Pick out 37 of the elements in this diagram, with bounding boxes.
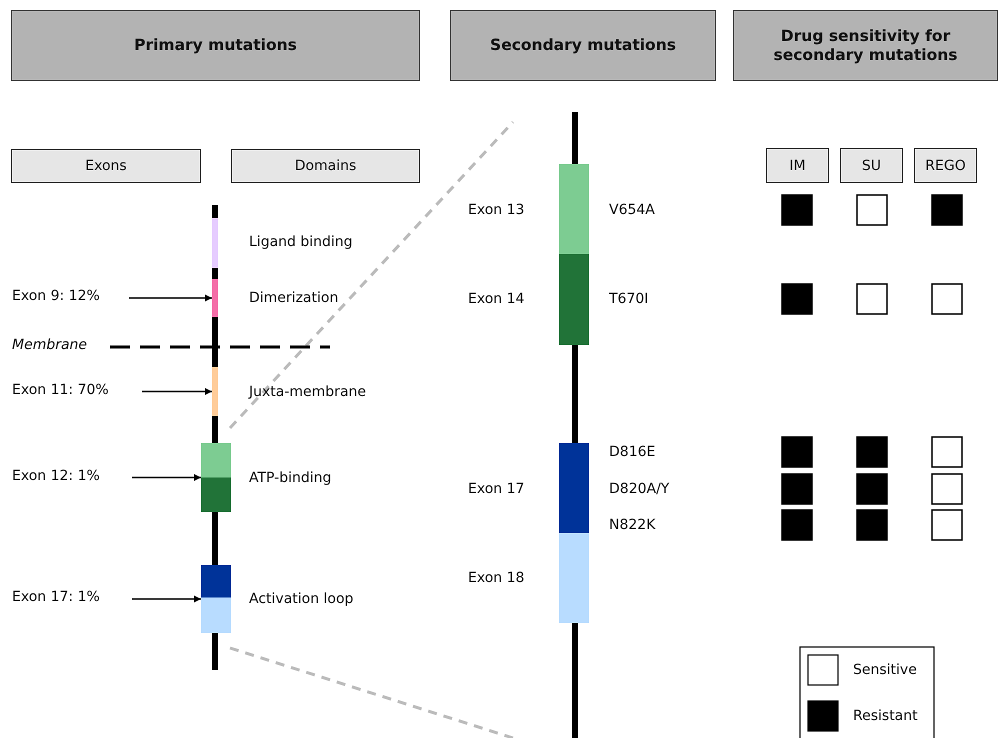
mutation-label: N822K (609, 517, 656, 533)
legend-label: Sensitive (853, 662, 917, 678)
arrow (132, 596, 201, 602)
drug-header: SU (840, 148, 903, 183)
domain-label: Activation loop (249, 591, 354, 607)
drug-header: IM (766, 148, 829, 183)
legend-label: Resistant (853, 708, 918, 724)
domain-label: Juxta-membrane (249, 384, 366, 400)
header-box: Secondary mutations (450, 10, 716, 81)
exon-label: Exon 18 (468, 570, 524, 586)
column-header: Domains (231, 149, 420, 183)
exon-segment (201, 443, 231, 512)
exon-label: Exon 11: 70% (12, 380, 130, 400)
drug-header: REGO (914, 148, 977, 183)
domain-label: Ligand binding (249, 234, 353, 250)
header-box: Primary mutations (11, 10, 420, 81)
mutation-label: D816E (609, 444, 656, 460)
membrane-label: Membrane (12, 337, 88, 353)
exon-label: Exon 14 (468, 291, 524, 307)
exon-label: Exon 12: 1% (12, 466, 120, 486)
exon-segment (212, 279, 218, 317)
domain-label: ATP-binding (249, 470, 332, 486)
exon-label: Exon 9: 12% (12, 286, 117, 306)
exon-label: Exon 13 (468, 202, 524, 218)
header-box: Drug sensitivity for secondary mutations (733, 10, 998, 81)
mutation-label: T670I (609, 291, 648, 307)
mutation-label: D820A/Y (609, 481, 670, 497)
exon-label: Exon 17: 1% (12, 587, 120, 607)
arrow (142, 388, 212, 395)
exon-segment (201, 565, 231, 633)
domain-label: Dimerization (249, 290, 338, 306)
mutation-label: V654A (609, 202, 655, 218)
arrow (132, 474, 201, 481)
arrow (129, 294, 212, 302)
column-header: Exons (11, 149, 201, 183)
exon-segment (212, 367, 218, 416)
exon-label: Exon 17 (468, 481, 524, 497)
